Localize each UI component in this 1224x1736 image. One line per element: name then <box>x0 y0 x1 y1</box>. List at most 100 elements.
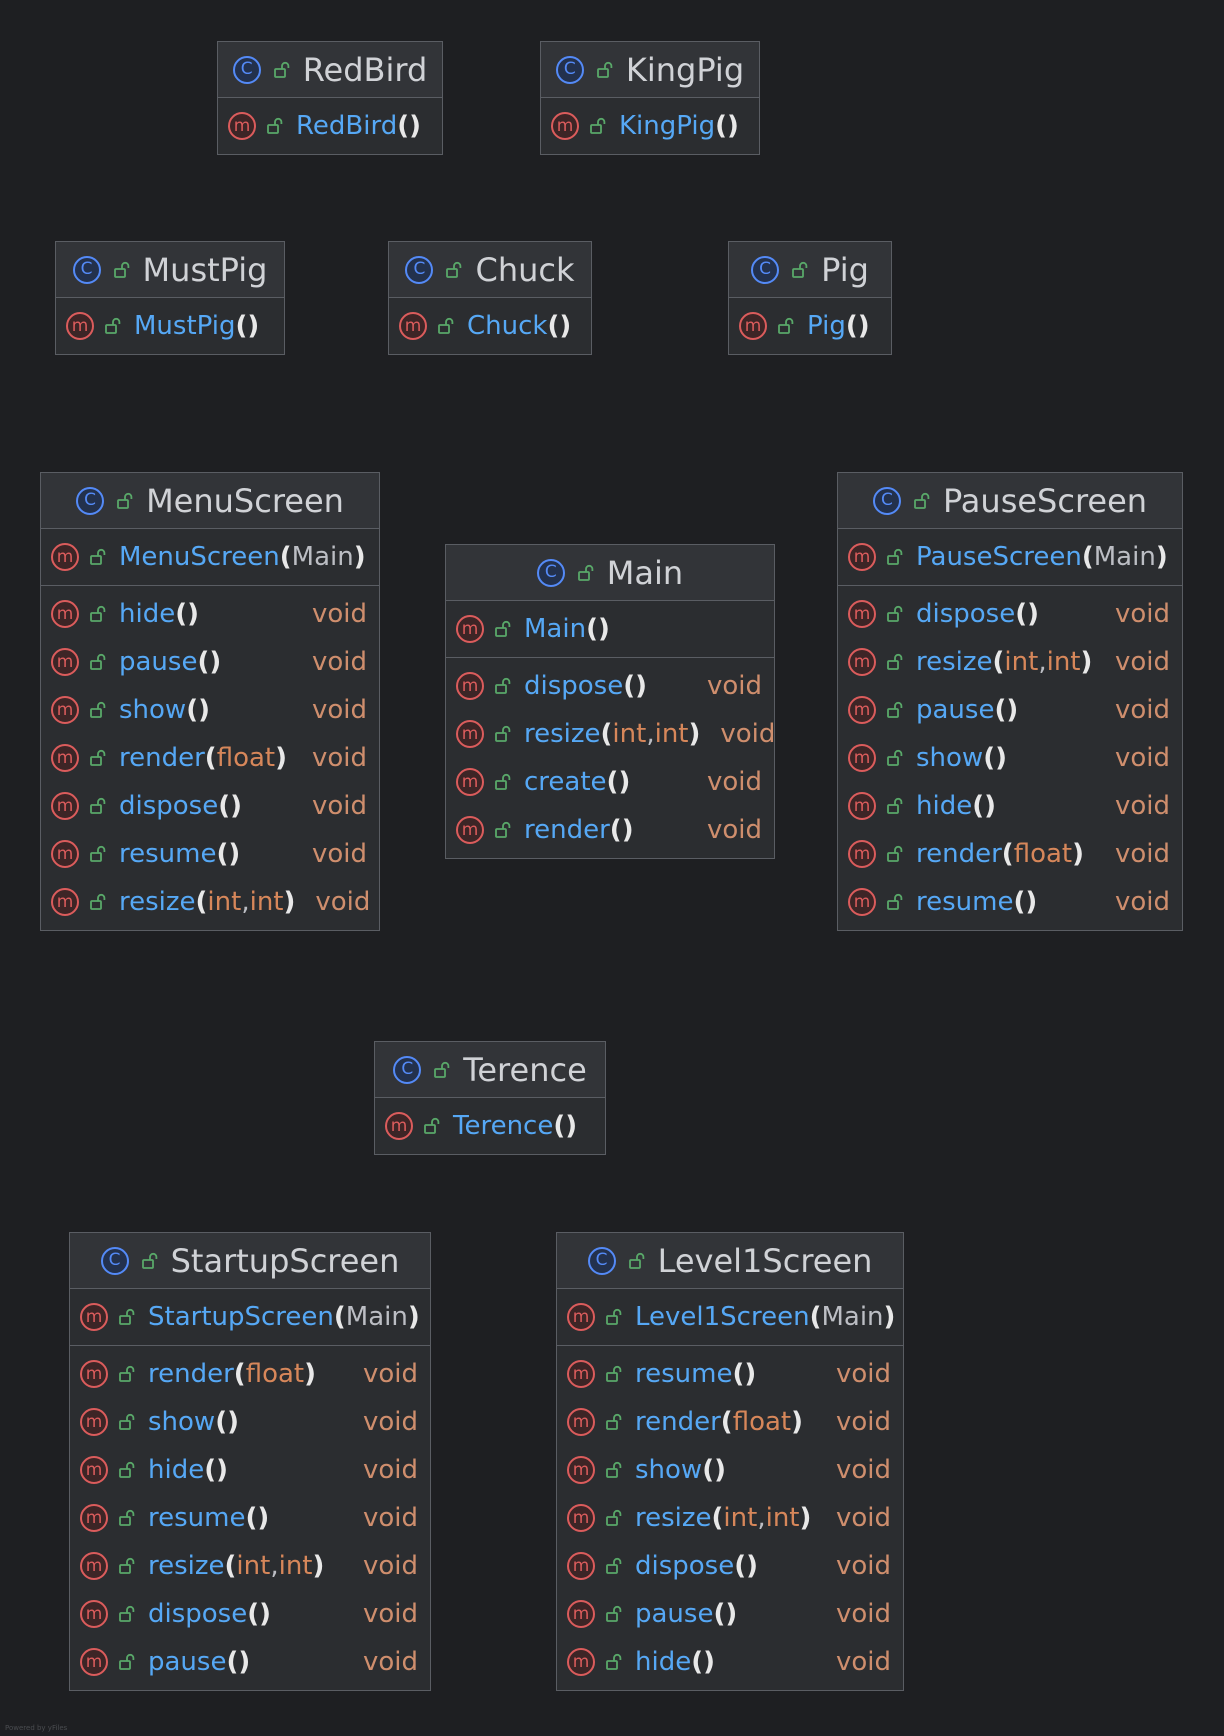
method-name: show <box>916 743 984 773</box>
paren-close: ) <box>257 1503 270 1533</box>
class-name: Pig <box>821 250 869 289</box>
return-type: void <box>706 815 762 845</box>
return-type: void <box>835 1407 891 1437</box>
paren-open: ( <box>397 111 410 141</box>
paren-close: ) <box>304 1359 316 1389</box>
unlock-icon <box>606 1365 622 1382</box>
unlock-icon <box>119 1509 135 1526</box>
unlock-icon <box>495 677 511 694</box>
param-type: int <box>1004 647 1039 677</box>
param-type: int <box>236 1551 271 1581</box>
unlock-icon <box>606 1605 622 1622</box>
param-type: Main <box>821 1302 884 1332</box>
paren-open: ( <box>547 311 560 341</box>
paren-open: ( <box>623 671 636 701</box>
unlock-icon <box>267 117 283 134</box>
paren-close: ) <box>1080 647 1093 677</box>
paren-open: ( <box>720 1407 733 1437</box>
class-name: MenuScreen <box>146 481 344 520</box>
unlock-icon <box>424 1117 440 1134</box>
method-icon: m <box>848 696 876 724</box>
paren-open: ( <box>715 111 727 141</box>
method-icon: m <box>848 744 876 772</box>
method-name: dispose <box>524 671 624 701</box>
paren-open: ( <box>732 1359 745 1389</box>
method-icon: m <box>567 1552 595 1580</box>
class-name: Main <box>606 553 684 592</box>
param-separator: , <box>1038 647 1047 677</box>
method-name: render <box>635 1407 721 1437</box>
paren-close: ) <box>198 695 210 725</box>
method-name: resume <box>916 887 1014 917</box>
return-type: void <box>835 1455 891 1485</box>
paren-close: ) <box>635 671 648 701</box>
paren-open: ( <box>215 1407 228 1437</box>
return-type: void <box>1114 887 1170 917</box>
paren-close: ) <box>407 1302 420 1332</box>
watermark: Powered by yFiles <box>5 1724 68 1732</box>
param-separator: , <box>646 719 655 749</box>
param-separator: , <box>757 1503 766 1533</box>
